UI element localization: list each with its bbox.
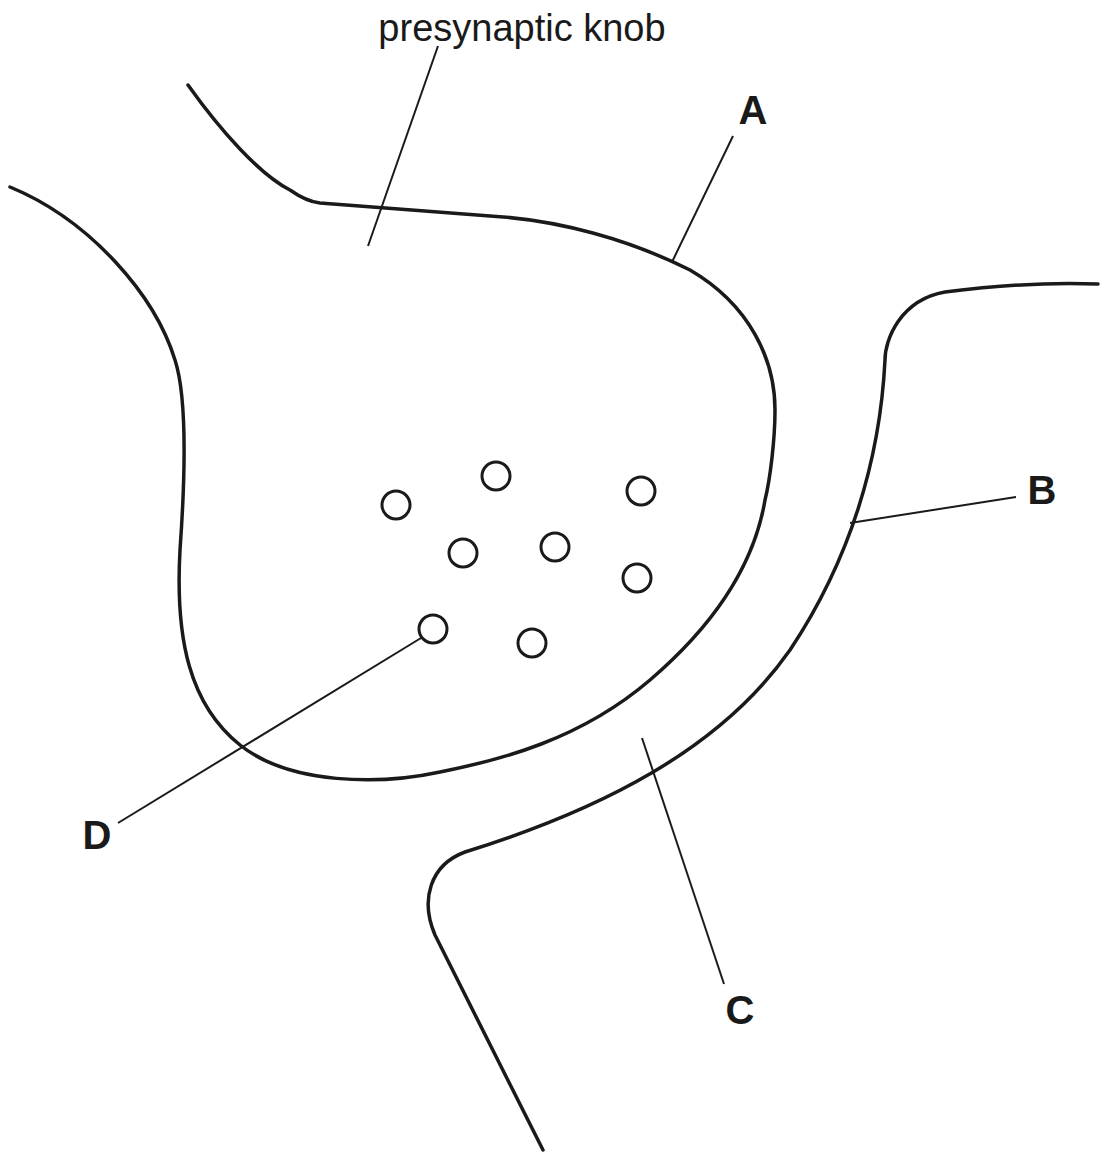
leader-line	[368, 46, 438, 246]
synaptic-vesicle	[541, 533, 569, 561]
callout-letter: D	[83, 815, 112, 855]
leader-line	[672, 136, 733, 262]
callout-letter: C	[726, 990, 755, 1030]
synaptic-vesicle	[518, 629, 546, 657]
synaptic-vesicle	[382, 491, 410, 519]
callout-letter: B	[1028, 470, 1057, 510]
callout-letter: A	[739, 90, 768, 130]
presynaptic-membrane	[10, 85, 775, 780]
synaptic-vesicle	[627, 477, 655, 505]
synaptic-vesicle	[449, 539, 477, 567]
leader-line	[118, 638, 421, 823]
synaptic-vesicle	[482, 462, 510, 490]
synaptic-vesicle	[419, 615, 447, 643]
leader-line	[642, 738, 724, 984]
leader-line	[850, 497, 1016, 523]
postsynaptic-membrane	[428, 283, 1098, 1150]
structure-label: presynaptic knob	[378, 9, 665, 47]
synaptic-vesicle	[623, 564, 651, 592]
